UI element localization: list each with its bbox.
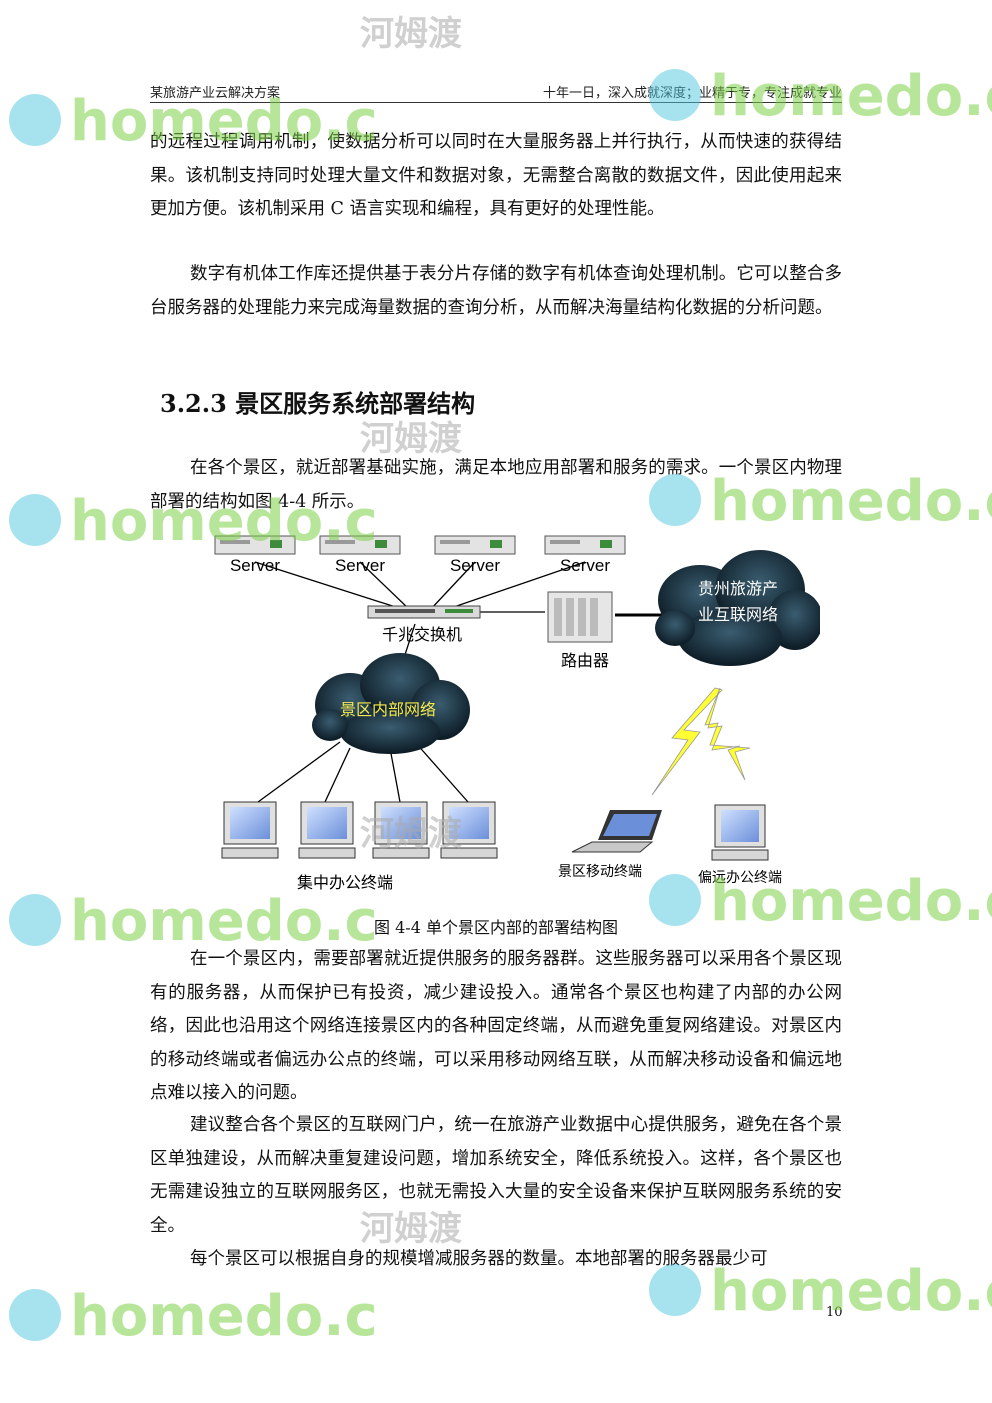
- server-4: Server: [544, 535, 626, 575]
- header-doc-title: 某旅游产业云解决方案: [150, 86, 281, 101]
- server-3-label: Server: [450, 556, 500, 575]
- internet-cloud-line2: 业互联网络: [698, 605, 778, 624]
- remote-terminal-label: 偏远办公终端: [698, 870, 782, 886]
- paragraph-2: 数字有机体工作库还提供基于表分片存储的数字有机体查询处理机制。它可以整合多台服务…: [150, 264, 842, 318]
- header-slogan: 十年一日，深入成就深度；业精于专，专注成就专业: [542, 86, 842, 101]
- gigabit-switch: 千兆交换机: [367, 605, 481, 644]
- paragraph-4: 在一个景区内，需要部署就近提供服务的服务器群。这些服务器可以采用各个景区现有的服…: [150, 949, 842, 1103]
- paragraph-3: 在各个景区，就近部署基础实施，满足本地应用部署和服务的需求。一个景区内物理部署的…: [150, 458, 842, 512]
- watermark-cn-top: 河姆渡: [360, 14, 462, 54]
- office-terminals-label: 集中办公终端: [297, 873, 393, 892]
- router: 路由器: [547, 591, 613, 670]
- figure-caption: 图 4-4 单个景区内部的部署结构图: [374, 918, 618, 937]
- office-pc-3: [372, 801, 430, 859]
- paragraph-5: 建议整合各个景区的互联网门户，统一在旅游产业数据中心提供服务，避免在各个景区单独…: [150, 1115, 842, 1236]
- internet-cloud-line1: 贵州旅游产: [698, 579, 778, 598]
- lan-cloud: 景区内部网络: [312, 653, 470, 754]
- server-1: Server: [214, 535, 296, 575]
- internet-cloud: 贵州旅游产 业互联网络: [655, 550, 820, 666]
- office-pc-4: [440, 801, 498, 859]
- router-label: 路由器: [561, 651, 609, 670]
- wireless-link-mobile: [651, 687, 723, 796]
- page-number: 10: [826, 1305, 843, 1320]
- paragraph-1: 的远程过程调用机制，使数据分析可以同时在大量服务器上并行执行，从而快速的获得结果…: [150, 132, 842, 219]
- mobile-laptop: 景区移动终端: [558, 810, 662, 880]
- network-links: [254, 561, 586, 803]
- server-1-label: Server: [230, 556, 280, 575]
- deployment-diagram: Server Server Server Server 千兆交换机 路由器: [214, 535, 820, 892]
- server-3: Server: [434, 535, 516, 575]
- lan-cloud-label: 景区内部网络: [340, 700, 436, 719]
- paragraph-6: 每个景区可以根据自身的规模增减服务器的数量。本地部署的服务器最少可: [190, 1249, 768, 1269]
- server-2-label: Server: [335, 556, 385, 575]
- watermark-brand: homedo.com: [70, 1284, 380, 1349]
- mobile-terminal-label: 景区移动终端: [558, 864, 642, 880]
- switch-label: 千兆交换机: [382, 625, 462, 644]
- remote-pc: 偏远办公终端: [698, 804, 782, 886]
- watermark-cn: 河姆渡: [360, 14, 462, 54]
- office-pc-2: [298, 801, 356, 859]
- section-heading: 3.2.3 景区服务系统部署结构: [160, 389, 476, 418]
- page-header: 某旅游产业云解决方案 十年一日，深入成就深度；业精于专，专注成就专业: [150, 82, 842, 103]
- server-2: Server: [319, 535, 401, 575]
- server-4-label: Server: [560, 556, 610, 575]
- wireless-link-remote: [704, 687, 751, 781]
- office-pc-1: [221, 801, 279, 859]
